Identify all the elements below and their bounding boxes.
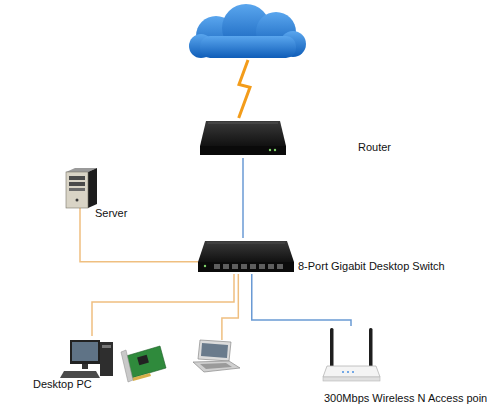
device-label: 300Mbps Wireless N Access point [324,392,487,405]
device-label: Server [95,207,127,220]
laptop-illustration [193,340,240,372]
access-point-node: 300Mbps Wireless N Access point [322,326,380,382]
switch-node: 8-Port Gigabit Desktop Switch [198,238,294,274]
network-cable [80,208,198,262]
cloud-node [190,6,306,60]
server-node: Server [62,168,98,208]
device-label: Router [358,141,391,154]
laptop-node [192,340,238,372]
network-cable [92,274,234,336]
switch-illustration [198,241,294,272]
access-point-illustration [323,328,380,381]
router-illustration [200,121,286,155]
device-label: Desktop PC [33,378,92,391]
lightning-link [239,60,250,118]
router-node: Router [200,118,286,158]
cloud-illustration [189,4,306,58]
network-cable [222,274,238,340]
network-cable [242,158,244,238]
network-cable [252,274,351,326]
server-illustration [66,168,97,208]
desktop-pc-node: Desktop PC [66,336,166,382]
device-label: 8-Port Gigabit Desktop Switch [298,260,445,273]
desktop-pc-illustration [60,340,166,382]
